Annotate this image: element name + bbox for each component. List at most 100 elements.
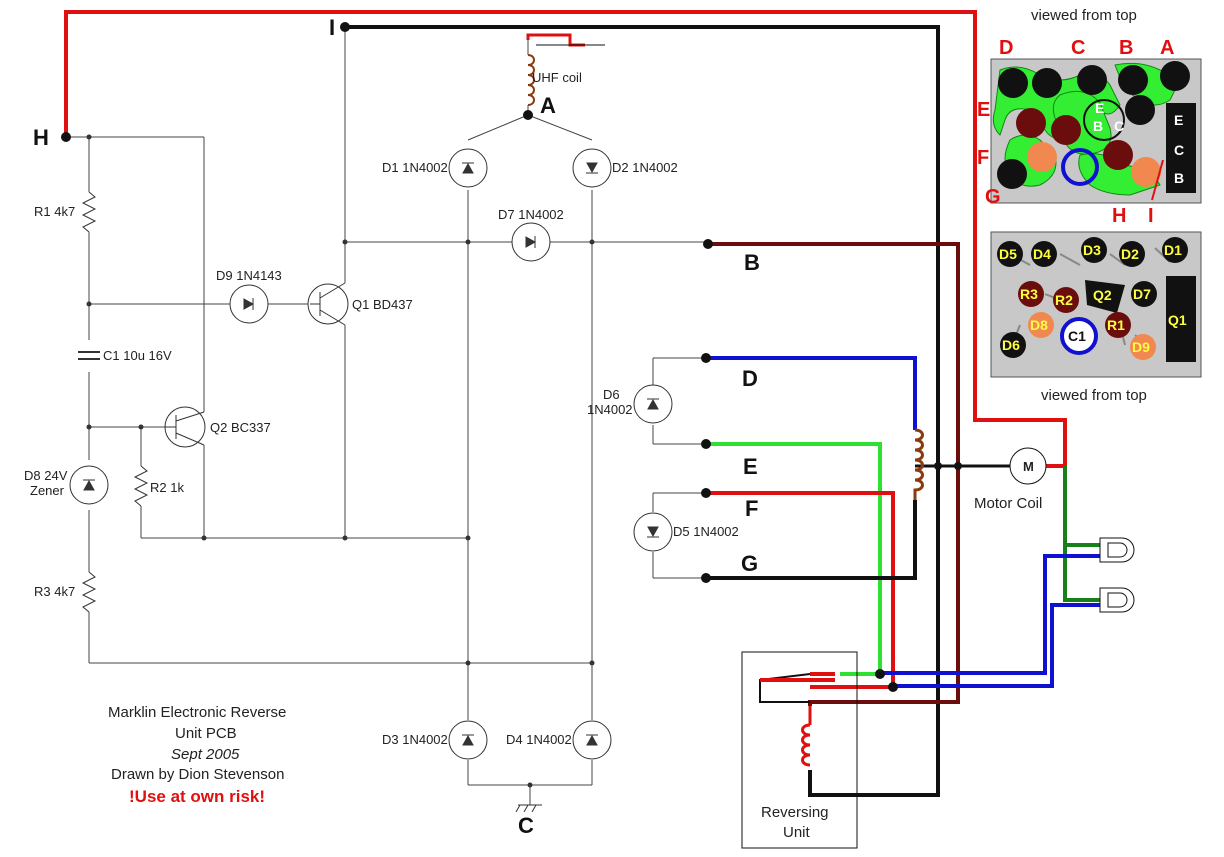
reversing-label-1: Reversing (761, 804, 829, 821)
q1-circle (307, 283, 349, 325)
wire-darkgreen (1063, 466, 1100, 602)
d2-label: D2 1N4002 (612, 160, 678, 175)
d1-symbol (462, 162, 474, 174)
reversing-unit-box (741, 651, 858, 849)
wire-blue-lamp2 (893, 603, 1100, 688)
q2-label: Q2 BC337 (210, 420, 271, 435)
wire-g-black (706, 500, 917, 580)
wire-e-green (706, 442, 882, 676)
rev-contact-red (759, 673, 811, 703)
pcb-bottom-pads (997, 237, 1188, 360)
d8-symbol (83, 479, 95, 491)
ground-symbol (515, 804, 542, 813)
lamp-1-inner (1107, 542, 1128, 558)
d6-label-2: 1N4002 (587, 402, 633, 417)
node-c: C (518, 813, 534, 838)
pcb-top-pointer (1151, 159, 1164, 201)
junction-dot (954, 462, 962, 470)
pcb-bottom-q2: Q2 (1093, 287, 1112, 303)
r2-label: R2 1k (150, 480, 184, 495)
d2-symbol (586, 162, 598, 174)
wire-h-red (64, 10, 1067, 466)
uhf-antenna (526, 33, 585, 47)
d5-label: D5 1N4002 (673, 524, 739, 539)
pcb-top-d: D (999, 37, 1013, 59)
pcb-bottom-d1: D1 (1164, 242, 1182, 258)
pcb-top-q-b: B (1093, 118, 1103, 134)
lamp-2-inner (1107, 592, 1128, 608)
junction-dot (934, 462, 942, 470)
pcb-bottom-q1 (1166, 276, 1196, 362)
pcb-top-a: A (1160, 37, 1174, 59)
node-d: D (742, 366, 758, 391)
d8-label-1: D8 24V (24, 468, 68, 483)
pcb-top-c: C (1071, 37, 1085, 59)
d8-label-2: Zener (30, 483, 65, 498)
c1-label: C1 10u 16V (103, 348, 172, 363)
pcb-top-b: B (1119, 37, 1133, 59)
pcb-bottom-r3: R3 (1020, 286, 1038, 302)
pcb-bottom-d9: D9 (1132, 339, 1150, 355)
pcb-bottom-q2 (1085, 280, 1125, 313)
d4-symbol (586, 734, 598, 746)
wire-b-maroon (708, 242, 960, 706)
wire-f-red (706, 491, 895, 689)
d7-symbol (525, 236, 537, 248)
junction-dot (875, 669, 885, 679)
pcb-top-q-e: E (1095, 100, 1104, 116)
pcb-top-f: F (977, 147, 989, 169)
r1-resistor (81, 191, 97, 233)
r3-label: R3 4k7 (34, 584, 75, 599)
title-line-4: Drawn by Dion Stevenson (111, 766, 284, 783)
uhf-label: UHF coil (532, 70, 582, 85)
pcb-bottom-d2: D2 (1121, 246, 1139, 262)
pcb-top-tab-c: C (1174, 142, 1184, 158)
motor-symbol: M (1023, 459, 1034, 474)
d3-label: D3 1N4002 (382, 732, 448, 747)
lamp-2 (1099, 587, 1135, 613)
pcb-bottom-d6: D6 (1002, 337, 1020, 353)
d6-label-1: D6 (603, 387, 620, 402)
d9-label: D9 1N4143 (216, 268, 282, 283)
pcb-bottom-q1: Q1 (1168, 312, 1187, 328)
d7-label: D7 1N4002 (498, 207, 564, 222)
pcb-top-h: H (1112, 205, 1126, 227)
pcb-bottom-caption: viewed from top (1041, 387, 1147, 404)
q1-label: Q1 BD437 (352, 297, 413, 312)
node-b: B (744, 250, 760, 275)
pcb-top-caption: viewed from top (1031, 7, 1137, 24)
pcb-top-e: E (977, 99, 990, 121)
wire-blue-lamp1 (880, 554, 1100, 675)
title-line-1: Marklin Electronic Reverse (108, 704, 286, 721)
d4-label: D4 1N4002 (506, 732, 572, 747)
pcb-bottom-r1: R1 (1107, 317, 1125, 333)
wire-i-black (345, 25, 940, 797)
node-f: F (745, 496, 758, 521)
pcb-bottom-d3: D3 (1083, 242, 1101, 258)
pcb-top-pads (997, 61, 1190, 189)
d1-label: D1 1N4002 (382, 160, 448, 175)
relay-coil (913, 428, 924, 500)
node-g: G (741, 551, 758, 576)
pcb-bottom-c1: C1 (1068, 328, 1086, 344)
uhf-coil (527, 54, 535, 106)
junction-dot (888, 682, 898, 692)
motor-label: Motor Coil (974, 495, 1042, 512)
q1-symbol (310, 282, 346, 326)
title-line-2: Unit PCB (175, 725, 237, 742)
d5-symbol (647, 526, 659, 538)
node-a: A (540, 93, 556, 118)
node-h: H (33, 125, 49, 150)
d3-symbol (462, 734, 474, 746)
q2-symbol (165, 411, 205, 446)
thin-junctions (86, 134, 595, 788)
reversing-label-2: Unit (783, 824, 811, 841)
pcb-top-g: G (985, 186, 1001, 208)
d6-symbol (647, 398, 659, 410)
pcb-bottom-d4: D4 (1033, 246, 1051, 262)
r3-resistor (81, 571, 97, 613)
node-e: E (743, 454, 758, 479)
node-i: I (329, 15, 335, 40)
pcb-bottom-d7: D7 (1133, 286, 1151, 302)
